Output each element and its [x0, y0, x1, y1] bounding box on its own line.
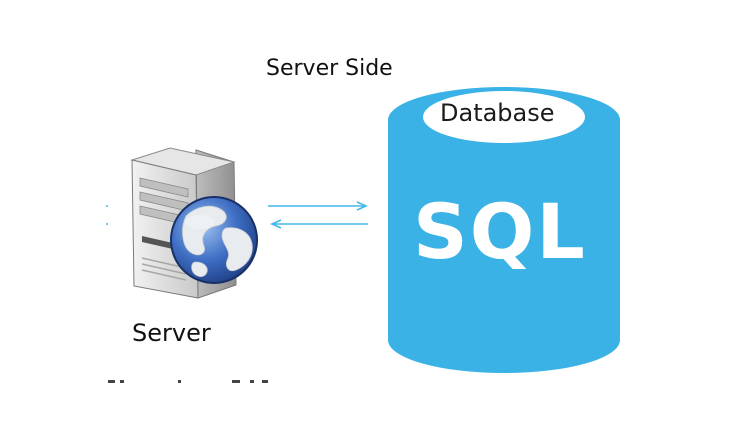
sql-label: SQL	[413, 187, 587, 276]
database-label: Database	[440, 99, 555, 127]
cropped-text-fragment	[108, 380, 268, 383]
database-cylinder-icon	[388, 87, 620, 373]
server-label: Server	[132, 319, 211, 347]
arrow-left-icon	[270, 219, 368, 229]
database-label-ellipse	[423, 91, 585, 143]
server-side-title: Server Side	[266, 56, 393, 81]
globe-icon	[170, 196, 258, 284]
arrow-right-icon	[268, 201, 368, 211]
